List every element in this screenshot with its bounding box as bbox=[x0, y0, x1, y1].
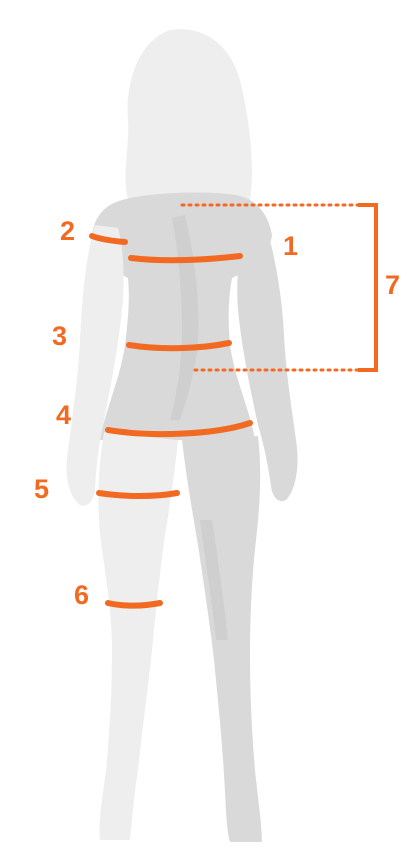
label-7: 7 bbox=[385, 272, 400, 299]
hair bbox=[125, 29, 251, 215]
label-4: 4 bbox=[56, 402, 71, 429]
label-6: 6 bbox=[74, 582, 89, 609]
label-3: 3 bbox=[52, 323, 67, 350]
label-1: 1 bbox=[283, 233, 298, 260]
measure-line-5-thigh bbox=[99, 493, 177, 496]
label-5: 5 bbox=[34, 476, 49, 503]
bracket-7-back-length bbox=[358, 205, 376, 370]
measure-line-6-calf bbox=[108, 603, 160, 606]
label-2: 2 bbox=[60, 218, 75, 245]
